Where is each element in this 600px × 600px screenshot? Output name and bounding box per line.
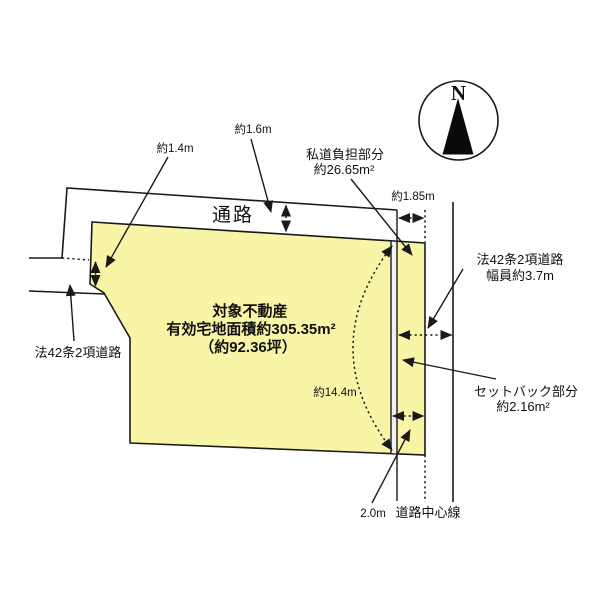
compass-needle: [442, 98, 474, 155]
road-center-label: 道路中心線: [395, 505, 460, 520]
pointer-1-6m: [250, 138, 273, 213]
parcel-area: 有効宅地面積約305.35m²: [166, 320, 335, 338]
private-road-label-line1: 私道負担部分: [306, 147, 384, 162]
setback-label-line1: セットバック部分: [474, 384, 578, 399]
pointer-private-road: [350, 178, 413, 256]
pointer-2-0m: [371, 429, 411, 504]
setback-label-line2: 約2.16m²: [496, 399, 550, 414]
compass-circle: [418, 80, 499, 161]
passage-outer-boundary: [29, 187, 398, 259]
left-road-label: 法42条2項道路: [35, 345, 122, 360]
pointer-left-road: [65, 284, 76, 342]
setback-strip: [391, 241, 397, 454]
measure-label-14-4m: 約14.4m: [313, 385, 356, 399]
measure-label-1-85m: 約1.85m: [391, 189, 434, 203]
parcel-title: 対象不動産: [211, 302, 287, 320]
right-road-label-line1: 法42条2項道路: [477, 252, 564, 267]
right-road-label-line2: 幅員約3.7m: [486, 268, 554, 283]
parcel-tsubo: （約92.36坪）: [199, 338, 297, 356]
left-road-top-hidden-line: [61, 257, 90, 261]
pointer-road-width: [427, 268, 464, 329]
left-road-bottom-line: [28, 290, 105, 295]
pointer-1-4m: [105, 156, 169, 268]
passage-label: 通路: [212, 204, 254, 226]
measure-label-1-6m: 約1.6m: [234, 122, 271, 136]
depth-arc-arrow: [352, 245, 393, 451]
compass-north-label: N: [451, 81, 466, 105]
measure-label-1-4m: 約1.4m: [156, 141, 193, 155]
measure-label-2-0m: 2.0m: [360, 508, 386, 520]
pointer-setback: [402, 357, 497, 380]
private-road-label-line2: 約26.65m²: [314, 162, 375, 177]
